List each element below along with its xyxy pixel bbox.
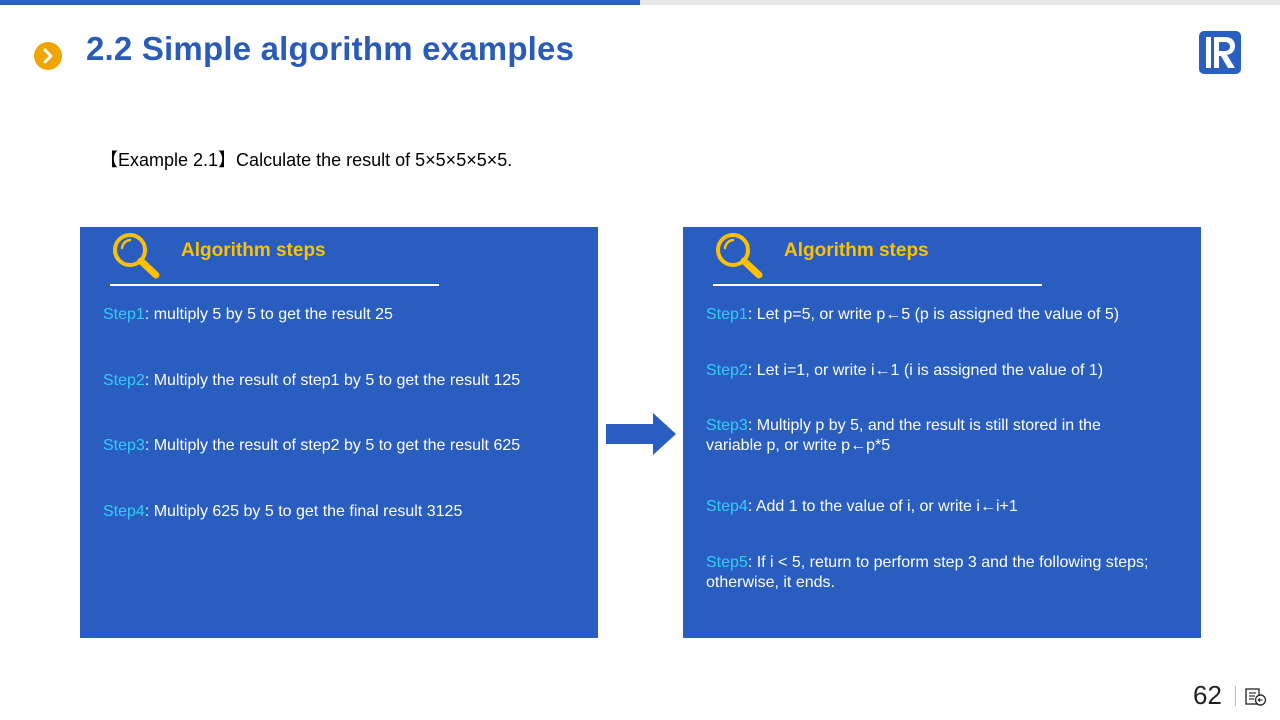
step-text: : multiply 5 by 5 to get the result 25 <box>144 306 393 323</box>
step-text: : Add 1 to the value of i, or write i←i+… <box>747 498 1018 515</box>
step-item: Step4: Multiply 625 by 5 to get the fina… <box>103 502 573 522</box>
example-statement: 【Example 2.1】Calculate the result of 5×5… <box>100 150 513 170</box>
step-item: Step1: multiply 5 by 5 to get the result… <box>103 305 573 325</box>
step-text: : Multiply p by 5, and the result is sti… <box>706 417 1101 454</box>
magnifier-icon <box>713 230 765 282</box>
step-text: : Let i=1, or write i←1 (i is assigned t… <box>747 362 1104 379</box>
step-item: Step4: Add 1 to the value of i, or write… <box>706 497 1176 517</box>
step-text: : Multiply the result of step1 by 5 to g… <box>144 372 521 389</box>
right-algorithm-panel: Algorithm steps Step1: Let p=5, or write… <box>683 227 1201 638</box>
step-item: Step2: Let i=1, or write i←1 (i is assig… <box>706 361 1176 381</box>
step-item: Step2: Multiply the result of step1 by 5… <box>103 371 573 391</box>
slide-nav-icon[interactable] <box>1245 687 1267 707</box>
step-text: : Multiply the result of step2 by 5 to g… <box>144 437 521 454</box>
step-label: Step5 <box>706 554 748 571</box>
magnifier-icon <box>110 230 162 282</box>
step-label: Step1 <box>706 306 748 323</box>
page-number: 62 <box>1193 680 1222 710</box>
panel-heading: Algorithm steps <box>181 240 326 261</box>
step-item: Step1: Let p=5, or write p←5 (p is assig… <box>706 305 1176 325</box>
footer-divider <box>1235 686 1236 706</box>
heading-divider <box>713 284 1042 286</box>
step-label: Step2 <box>706 362 748 379</box>
step-label: Step3 <box>706 417 748 434</box>
step-label: Step3 <box>103 437 145 454</box>
step-item: Step5: If i < 5, return to perform step … <box>706 553 1156 593</box>
step-label: Step4 <box>706 498 748 515</box>
step-text: : Multiply 625 by 5 to get the final res… <box>144 503 463 520</box>
progress-track <box>0 0 1280 5</box>
step-item: Step3: Multiply p by 5, and the result i… <box>706 416 1151 456</box>
left-algorithm-panel: Algorithm steps Step1: multiply 5 by 5 t… <box>80 227 598 638</box>
step-item: Step3: Multiply the result of step2 by 5… <box>103 436 573 456</box>
progress-fill <box>0 0 640 5</box>
step-label: Step2 <box>103 372 145 389</box>
arrow-right-icon <box>605 413 677 455</box>
slide-title: 2.2 Simple algorithm examples <box>86 30 575 67</box>
panel-heading: Algorithm steps <box>784 240 929 261</box>
chevron-right-icon <box>34 42 62 70</box>
step-text: : Let p=5, or write p←5 (p is assigned t… <box>747 306 1120 323</box>
step-text: : If i < 5, return to perform step 3 and… <box>706 554 1149 591</box>
heading-divider <box>110 284 439 286</box>
step-label: Step4 <box>103 503 145 520</box>
brand-logo-icon <box>1199 31 1241 74</box>
step-label: Step1 <box>103 306 145 323</box>
